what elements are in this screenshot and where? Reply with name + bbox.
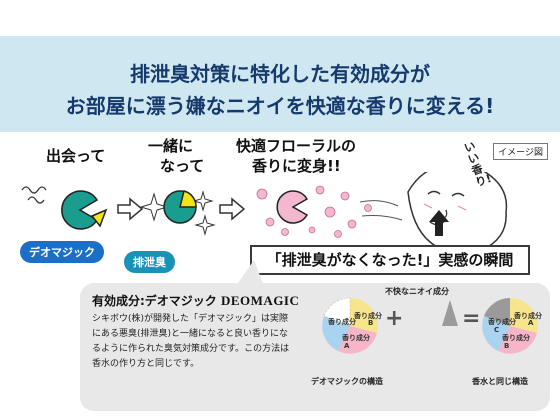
step3-label-line2: 香りに変身!! bbox=[252, 157, 341, 175]
step2-label-line2: なって bbox=[160, 157, 205, 175]
info-title: 有効成分:デオマジック DEOMAGIC bbox=[92, 292, 299, 309]
smiling-face-icon bbox=[407, 172, 508, 255]
deomagic-structure-pie: 香り成分 香り成分 B 香り成分 A bbox=[322, 297, 382, 354]
speech-bubble-tail bbox=[236, 260, 264, 286]
perfume-structure-pie: 香り成分 C 香り成分 A 香り成分 B bbox=[482, 298, 542, 354]
flower-icons bbox=[256, 185, 372, 238]
info-title-prefix: 有効成分:デオマジック bbox=[92, 294, 221, 308]
pie-left-a-letter: A bbox=[344, 342, 350, 350]
info-title-latin: DEOMAGIC bbox=[220, 293, 300, 308]
structure-diagram: 香り成分 香り成分 B 香り成分 A 香り成分 C 香り成分 A 香り成分 B bbox=[322, 297, 542, 354]
sparkle-icon bbox=[192, 190, 214, 212]
realization-headline: 「排泄臭がなくなった!」実感の瞬間 bbox=[250, 245, 530, 275]
pie-right-b-text: 香り成分 bbox=[513, 311, 542, 320]
deomagic-pacman-icon bbox=[61, 190, 99, 230]
info-panel bbox=[80, 283, 550, 411]
pie-right-a-letter: A bbox=[528, 319, 534, 327]
pie-right-b-letter: B bbox=[504, 342, 509, 350]
pie-right-c-letter: C bbox=[494, 326, 499, 334]
deomagic-tag: デオマジック bbox=[20, 241, 104, 263]
process-illustration bbox=[21, 172, 508, 255]
odor-triangle-icon bbox=[90, 208, 108, 228]
pie-right-a-text: 香り成分 bbox=[487, 317, 516, 326]
plus-sign: + bbox=[385, 306, 404, 331]
pie-left-b-letter: B bbox=[368, 319, 373, 327]
sparkle-icon bbox=[194, 214, 216, 236]
banner-line-1: 排泄臭対策に特化した有効成分が bbox=[130, 62, 430, 86]
sparkle-icon bbox=[139, 192, 169, 222]
pie-left-b-text: 香り成分 bbox=[353, 311, 382, 320]
equals-sign: = bbox=[462, 306, 481, 331]
perfume-structure-caption: 香水と同じ構造 bbox=[472, 377, 528, 386]
pie-left-a-text: 香り成分 bbox=[327, 317, 356, 326]
headline-banner bbox=[0, 36, 560, 132]
odor-wedge-icon bbox=[442, 300, 458, 326]
info-body: シキボウ(株)が開発した「デオマジック」は実際にある悪臭(排泄臭)と一緒になると… bbox=[92, 314, 290, 369]
step2-label-line1: 一緒に bbox=[148, 137, 194, 155]
arrow-up-icon bbox=[429, 210, 449, 236]
arrow-right-icon bbox=[117, 197, 144, 221]
image-note-badge: イメージ図 bbox=[493, 143, 548, 160]
wavy-odor-line-icon bbox=[27, 196, 45, 204]
fragrance-pacman-icon bbox=[276, 190, 309, 224]
combined-pacman-icon bbox=[163, 190, 197, 224]
unpleasant-odor-label: 不快なニオイ成分 bbox=[385, 287, 449, 296]
step3-label-line1: 快適フローラルの bbox=[236, 137, 357, 155]
deomagic-structure-caption: デオマジックの構造 bbox=[311, 377, 383, 386]
wavy-odor-line-icon bbox=[21, 186, 47, 194]
arrow-right-icon bbox=[219, 197, 246, 221]
pie-right-c-text: 香り成分 bbox=[501, 333, 530, 342]
odor-tag: 排泄臭 bbox=[124, 251, 175, 273]
banner-line-2: お部屋に漂う嫌なニオイを快適な香りに変える! bbox=[65, 94, 495, 118]
step1-label: 出会って bbox=[46, 147, 106, 165]
pie-left-c-text: 香り成分 bbox=[341, 333, 370, 342]
